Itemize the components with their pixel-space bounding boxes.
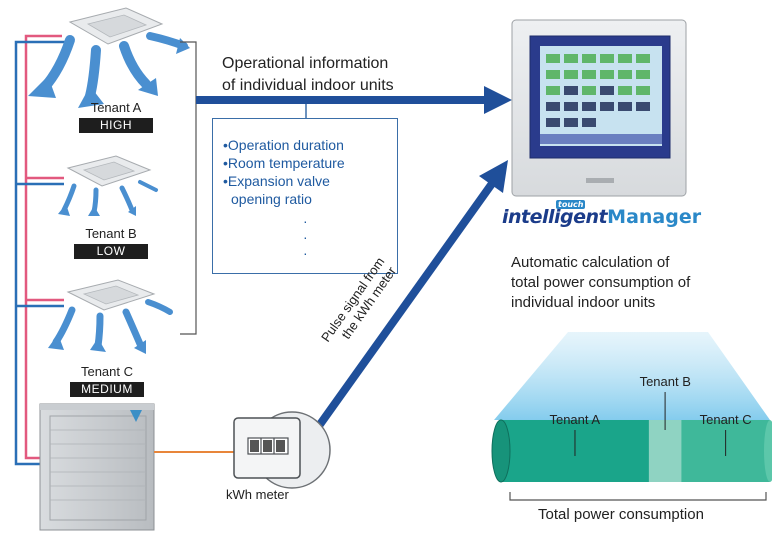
total-consumption-label: Total power consumption bbox=[538, 506, 704, 523]
kwh-meter-icon bbox=[233, 411, 331, 489]
info-item-expansion-valve: •Expansion valve bbox=[223, 173, 330, 189]
indoor-unit-c-icon bbox=[48, 279, 173, 354]
tenant-b-level: LOW bbox=[74, 244, 148, 259]
indoor-unit-b-icon bbox=[58, 155, 158, 216]
info-heading-line2: of individual indoor units bbox=[222, 77, 394, 94]
segment-label-tenant-a: Tenant A bbox=[549, 412, 601, 427]
tenant-b-label: Tenant B bbox=[85, 226, 137, 241]
total-bracket bbox=[509, 492, 767, 501]
info-ellipsis-dot: · bbox=[303, 245, 308, 261]
kwh-meter-label: kWh meter bbox=[226, 487, 289, 502]
cylinder-right-cap bbox=[764, 420, 772, 482]
cylinder-left-cap bbox=[491, 419, 511, 483]
info-ellipsis-dot: · bbox=[303, 229, 308, 245]
intelligent-touch-manager-logo: intelligentManager touch bbox=[502, 200, 702, 228]
consumption-cylinder bbox=[491, 392, 772, 483]
calc-text-line2: total power consumption of bbox=[511, 274, 691, 291]
tenant-c-level: MEDIUM bbox=[70, 382, 144, 397]
info-ellipsis-dot: · bbox=[303, 213, 308, 229]
calculation-beam bbox=[494, 332, 770, 420]
outdoor-unit-icon bbox=[39, 403, 155, 531]
info-item-operation-duration: •Operation duration bbox=[223, 137, 344, 153]
segment-tenant-b bbox=[648, 420, 682, 482]
info-item-opening-ratio: opening ratio bbox=[231, 191, 312, 207]
segment-label-tenant-b: Tenant B bbox=[639, 374, 691, 389]
info-heading-line1: Operational information bbox=[222, 55, 389, 72]
operational-info-box: •Operation duration •Room temperature •E… bbox=[212, 118, 398, 274]
indoor-unit-a-icon bbox=[28, 7, 190, 108]
calc-text-line3: individual indoor units bbox=[511, 294, 656, 311]
segment-label-tenant-c: Tenant C bbox=[699, 412, 752, 427]
calc-text-line1: Automatic calculation of bbox=[511, 254, 670, 271]
touch-manager-device-icon bbox=[511, 19, 687, 197]
tenant-a-level: HIGH bbox=[79, 118, 153, 133]
operational-info-arrow bbox=[196, 86, 512, 114]
info-item-room-temperature: •Room temperature bbox=[223, 155, 345, 171]
pulse-signal-arrow bbox=[292, 160, 508, 461]
indoor-units-bracket bbox=[180, 41, 197, 335]
refrigerant-piping bbox=[14, 34, 66, 466]
tenant-a-label: Tenant A bbox=[90, 100, 142, 115]
tenant-c-label: Tenant C bbox=[80, 364, 134, 379]
